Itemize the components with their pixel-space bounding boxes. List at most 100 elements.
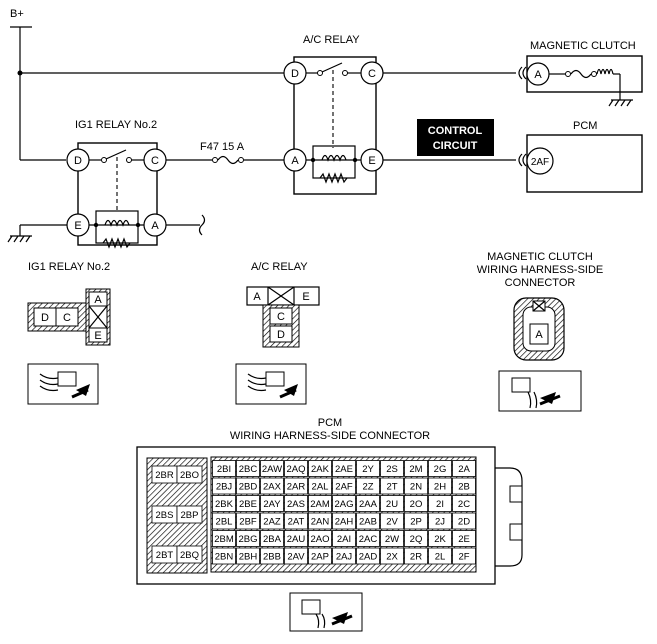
svg-text:A: A bbox=[151, 220, 159, 232]
pcm-side-pin-cell bbox=[176, 545, 203, 564]
svg-text:C: C bbox=[368, 68, 376, 80]
pcm-connector-latch bbox=[495, 467, 523, 567]
ground-symbol bbox=[7, 235, 32, 243]
pcm-pin-label: 2L bbox=[435, 551, 446, 562]
pcm-pin-cell bbox=[452, 547, 476, 565]
pcm-pin-cell bbox=[404, 495, 428, 512]
ac-relay-title: A/C RELAY bbox=[303, 34, 360, 46]
pcm-pin-cell bbox=[404, 530, 428, 547]
pcm-connector-title-2: WIRING HARNESS-SIDE CONNECTOR bbox=[230, 430, 430, 442]
mc-connector-view: MAGNETIC CLUTCH WIRING HARNESS-SIDE CONN… bbox=[477, 251, 603, 361]
ac-pin-c-label: C bbox=[277, 311, 285, 323]
connector-illustration bbox=[235, 363, 307, 405]
pcm-pin-label: 2AN bbox=[311, 516, 330, 527]
pcm-pin-cell bbox=[332, 477, 356, 495]
pcm-pin-label: 2AF bbox=[335, 481, 353, 492]
pcm-pin-cell bbox=[404, 547, 428, 565]
pcm-side-pin-cell bbox=[176, 505, 203, 524]
pcm-pin-cell bbox=[428, 460, 452, 477]
control-circuit-label-1: CONTROL bbox=[428, 125, 483, 137]
fuse-f47 bbox=[212, 155, 244, 165]
pcm-pin-label: 2AY bbox=[263, 499, 281, 510]
magnetic-clutch-pin-a: A bbox=[526, 62, 550, 86]
pcm-pin-label: 2Q bbox=[410, 534, 423, 545]
magnetic-clutch-title: MAGNETIC CLUTCH bbox=[530, 40, 636, 52]
pcm-pin-label: 2AD bbox=[359, 551, 378, 562]
mc-connector-title-1: MAGNETIC CLUTCH bbox=[487, 251, 593, 263]
fuse-label: F47 15 A bbox=[200, 141, 245, 153]
ig1-relay-switch bbox=[89, 149, 144, 213]
pcm-pin-label: 2D bbox=[458, 516, 470, 527]
connector-illustration bbox=[498, 370, 582, 412]
pcm-pin-label: 2B bbox=[458, 481, 470, 492]
ac-cavity-d bbox=[269, 325, 293, 343]
ig1-pin-a-label: A bbox=[94, 294, 102, 306]
pcm-pin-label: 2AH bbox=[335, 516, 354, 527]
pcm-pin-label: 2AG bbox=[334, 499, 353, 510]
ig1-pin-e-label: E bbox=[94, 330, 101, 342]
svg-text:E: E bbox=[74, 220, 81, 232]
pcm-pin-cell bbox=[284, 495, 308, 512]
pcm-pin-label: 2AR bbox=[287, 481, 306, 492]
pcm-pin-label: 2AW bbox=[262, 464, 282, 475]
mc-pin-a-label: A bbox=[535, 329, 543, 341]
control-circuit-box bbox=[417, 119, 494, 156]
pcm-pin-label: 2K bbox=[434, 534, 446, 545]
pcm-pin-cell bbox=[284, 512, 308, 530]
pcm-pin-cell bbox=[380, 477, 404, 495]
ac-relay-pin-a: A bbox=[283, 148, 307, 172]
connector-mark bbox=[518, 66, 527, 80]
pcm-pin-label: 2AJ bbox=[336, 551, 353, 562]
ac-relay-pin-e: E bbox=[360, 148, 384, 172]
schematic: B+ A/C RELAY D C A E bbox=[7, 8, 643, 249]
pcm-pin-cell bbox=[284, 477, 308, 495]
pcm-pin-cell bbox=[404, 460, 428, 477]
pcm-title: PCM bbox=[573, 120, 597, 132]
svg-text:2AF: 2AF bbox=[531, 157, 549, 168]
pcm-pin-cell bbox=[356, 477, 380, 495]
pcm-pin-cell bbox=[452, 477, 476, 495]
pcm-pin-label: 2AQ bbox=[286, 464, 305, 475]
pcm-pin-label: 2N bbox=[410, 481, 422, 492]
ig1-connector-view: IG1 RELAY No.2 D C A E bbox=[27, 261, 111, 346]
wire-break-mark bbox=[198, 214, 206, 236]
pcm-pin-label: 2AO bbox=[310, 534, 329, 545]
pcm-pin-label: 2BM bbox=[214, 534, 234, 545]
pcm-pin-label: 2P bbox=[410, 516, 422, 527]
pcm-pin-label: 2S bbox=[386, 464, 398, 475]
pcm-pin-cell bbox=[332, 460, 356, 477]
pcm-pin-cell bbox=[212, 477, 236, 495]
pcm-pin-cell bbox=[332, 495, 356, 512]
mc-connector-title-3: CONNECTOR bbox=[505, 277, 576, 289]
pcm-pin-label: 2AE bbox=[335, 464, 353, 475]
pcm-pin-cell bbox=[380, 495, 404, 512]
pcm-pin-cell bbox=[308, 460, 332, 477]
ig1-relay-box bbox=[77, 142, 158, 246]
pcm-pin-label: 2A bbox=[458, 464, 470, 475]
ac-pin-a-label: A bbox=[253, 291, 261, 303]
pcm-pin-cell bbox=[428, 477, 452, 495]
pcm-side-pin-label: 2BR bbox=[155, 470, 174, 481]
connector-mark bbox=[518, 153, 527, 167]
pcm-pin-label: 2AZ bbox=[263, 516, 281, 527]
pcm-pin-label: 2AS bbox=[287, 499, 305, 510]
pcm-side-pin-label: 2BP bbox=[181, 510, 199, 521]
pcm-pin-label: 2BG bbox=[238, 534, 257, 545]
pcm-pin-cell bbox=[260, 495, 284, 512]
pcm-side-pin-label: 2BS bbox=[156, 510, 174, 521]
pcm-pin-label: 2W bbox=[385, 534, 399, 545]
pcm-pin-label: 2M bbox=[409, 464, 422, 475]
pcm-pin-label: 2BH bbox=[239, 551, 258, 562]
pcm-connector-title-1: PCM bbox=[318, 417, 342, 429]
pcm-pin-cell bbox=[212, 495, 236, 512]
pcm-pin-label: 2BN bbox=[215, 551, 234, 562]
pcm-pin-cell bbox=[452, 530, 476, 547]
control-circuit-label-2: CIRCUIT bbox=[433, 140, 478, 152]
pcm-pin-cell bbox=[356, 460, 380, 477]
pcm-pin-label: 2BI bbox=[217, 464, 231, 475]
pcm-pin-label: 2AV bbox=[287, 551, 305, 562]
ground-symbol bbox=[608, 99, 633, 107]
